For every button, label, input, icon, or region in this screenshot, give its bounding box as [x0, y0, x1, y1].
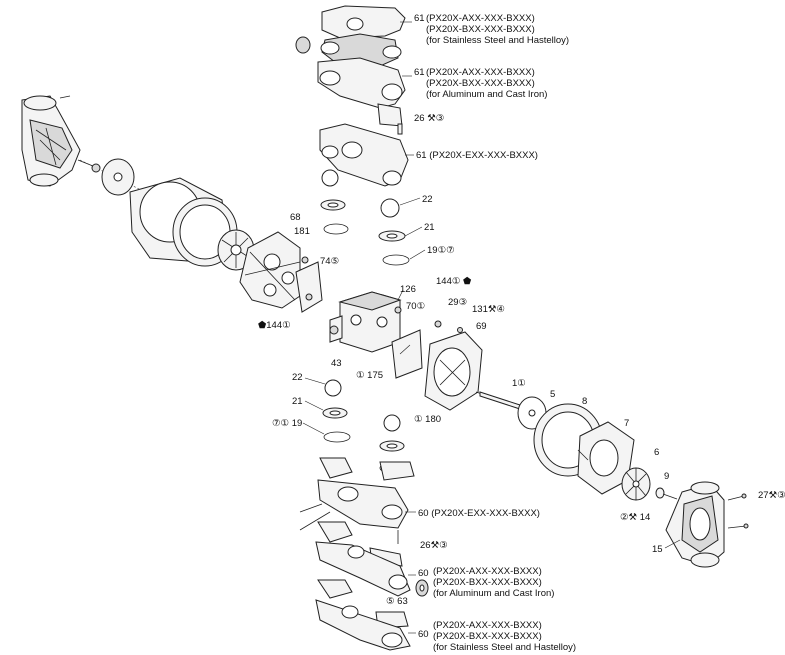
label-175: ① 175	[356, 370, 384, 381]
label-21-top: 21	[424, 222, 435, 233]
circled-number-icon: ⑦①	[272, 418, 292, 429]
codes-60-al: (PX20X-AXX-XXX-BXXX) (PX20X-BXX-XXX-BXXX…	[433, 566, 555, 599]
label-7: 7	[624, 418, 630, 429]
label-8: 8	[582, 396, 588, 407]
label-61-e: 61 (PX20X-EXX-XXX-BXXX)	[416, 150, 538, 161]
wrench-icon: ⚒③	[768, 490, 785, 501]
label-29: 29③	[448, 297, 468, 308]
circled-number-icon: ①	[282, 320, 291, 331]
label-61-al: 61	[414, 67, 425, 78]
air-valve-body	[329, 289, 463, 379]
label-74: 74⑤	[320, 256, 340, 267]
circled-number-icon: ①⑦	[437, 245, 455, 256]
gear-icon: ⬟	[258, 320, 267, 331]
left-fluid-cover	[21, 95, 301, 269]
label-26-top: 26 ⚒③	[414, 113, 445, 124]
wrench-icon: ⚒③	[430, 540, 448, 551]
codes-61-ss: (PX20X-AXX-XXX-BXXX) (PX20X-BXX-XXX-BXXX…	[426, 13, 570, 46]
label-69: 69	[476, 321, 487, 332]
gear-icon: ⬟	[463, 276, 472, 287]
left-air-chamber	[239, 231, 323, 313]
label-9: 9	[664, 471, 670, 482]
codes-60-ss: (PX20X-AXX-XXX-BXXX) (PX20X-BXX-XXX-BXXX…	[433, 620, 577, 653]
wrench-icon: ⚒③	[424, 113, 445, 124]
label-22-top: 22	[422, 194, 433, 205]
label-131: 131⚒④	[472, 304, 505, 315]
wrench-icon: ⚒④	[487, 304, 505, 315]
discharge-manifold-e	[319, 123, 414, 187]
label-68: 68	[290, 212, 301, 223]
label-6: 6	[654, 447, 660, 458]
right-fluid-cover	[664, 481, 749, 568]
label-61-ss: 61	[414, 13, 425, 24]
label-1: 1①	[512, 378, 526, 389]
label-70: 70①	[406, 301, 426, 312]
circled-number-icon: ③	[458, 297, 468, 308]
label-26-bot: 26⚒③	[420, 540, 448, 551]
left-diaphragm-stack	[77, 158, 255, 271]
label-19-top: 19①⑦	[427, 245, 455, 256]
wrench-icon: ②⚒	[620, 512, 640, 523]
label-126: 126	[400, 284, 416, 295]
label-27: 27⚒③	[758, 490, 785, 501]
label-60-ss: 60	[418, 629, 429, 640]
label-63: ⑤ 63	[386, 596, 408, 607]
circled-number-icon: ①	[517, 378, 526, 389]
label-180: ① 180	[414, 414, 442, 425]
label-22-bot: 22	[292, 372, 303, 383]
circled-number-icon: ①	[451, 276, 461, 287]
label-60-e: 60 (PX20X-EXX-XXX-BXXX)	[418, 508, 540, 519]
label-14: ②⚒ 14	[620, 512, 651, 523]
label-181: 181	[294, 226, 310, 237]
label-5: 5	[550, 389, 556, 400]
codes-61-al: (PX20X-AXX-XXX-BXXX) (PX20X-BXX-XXX-BXXX…	[426, 67, 548, 100]
top-check-valves	[320, 169, 426, 266]
circled-number-icon: ①	[356, 370, 368, 381]
circled-number-icon: ①	[414, 414, 426, 425]
label-144-left: ⬟144①	[258, 320, 291, 331]
inlet-manifold-al	[315, 521, 429, 597]
label-21-bot: 21	[292, 396, 303, 407]
right-diaphragm-stack	[475, 391, 678, 501]
label-144-top: 144① ⬟	[436, 276, 472, 287]
label-43: 43	[331, 358, 342, 369]
right-air-chamber	[424, 331, 483, 411]
label-15: 15	[652, 544, 663, 555]
circled-number-icon: ⑤	[330, 256, 340, 267]
circled-number-icon: ①	[416, 301, 426, 312]
bottom-check-valves	[302, 377, 405, 474]
circled-number-icon: ⑤	[386, 596, 398, 607]
inlet-manifold-e	[299, 457, 416, 544]
label-19-bot: ⑦① 19	[272, 418, 303, 429]
label-60-al: 60	[418, 568, 429, 579]
inlet-manifold-ss	[315, 579, 416, 651]
discharge-manifold-ss	[320, 5, 412, 67]
